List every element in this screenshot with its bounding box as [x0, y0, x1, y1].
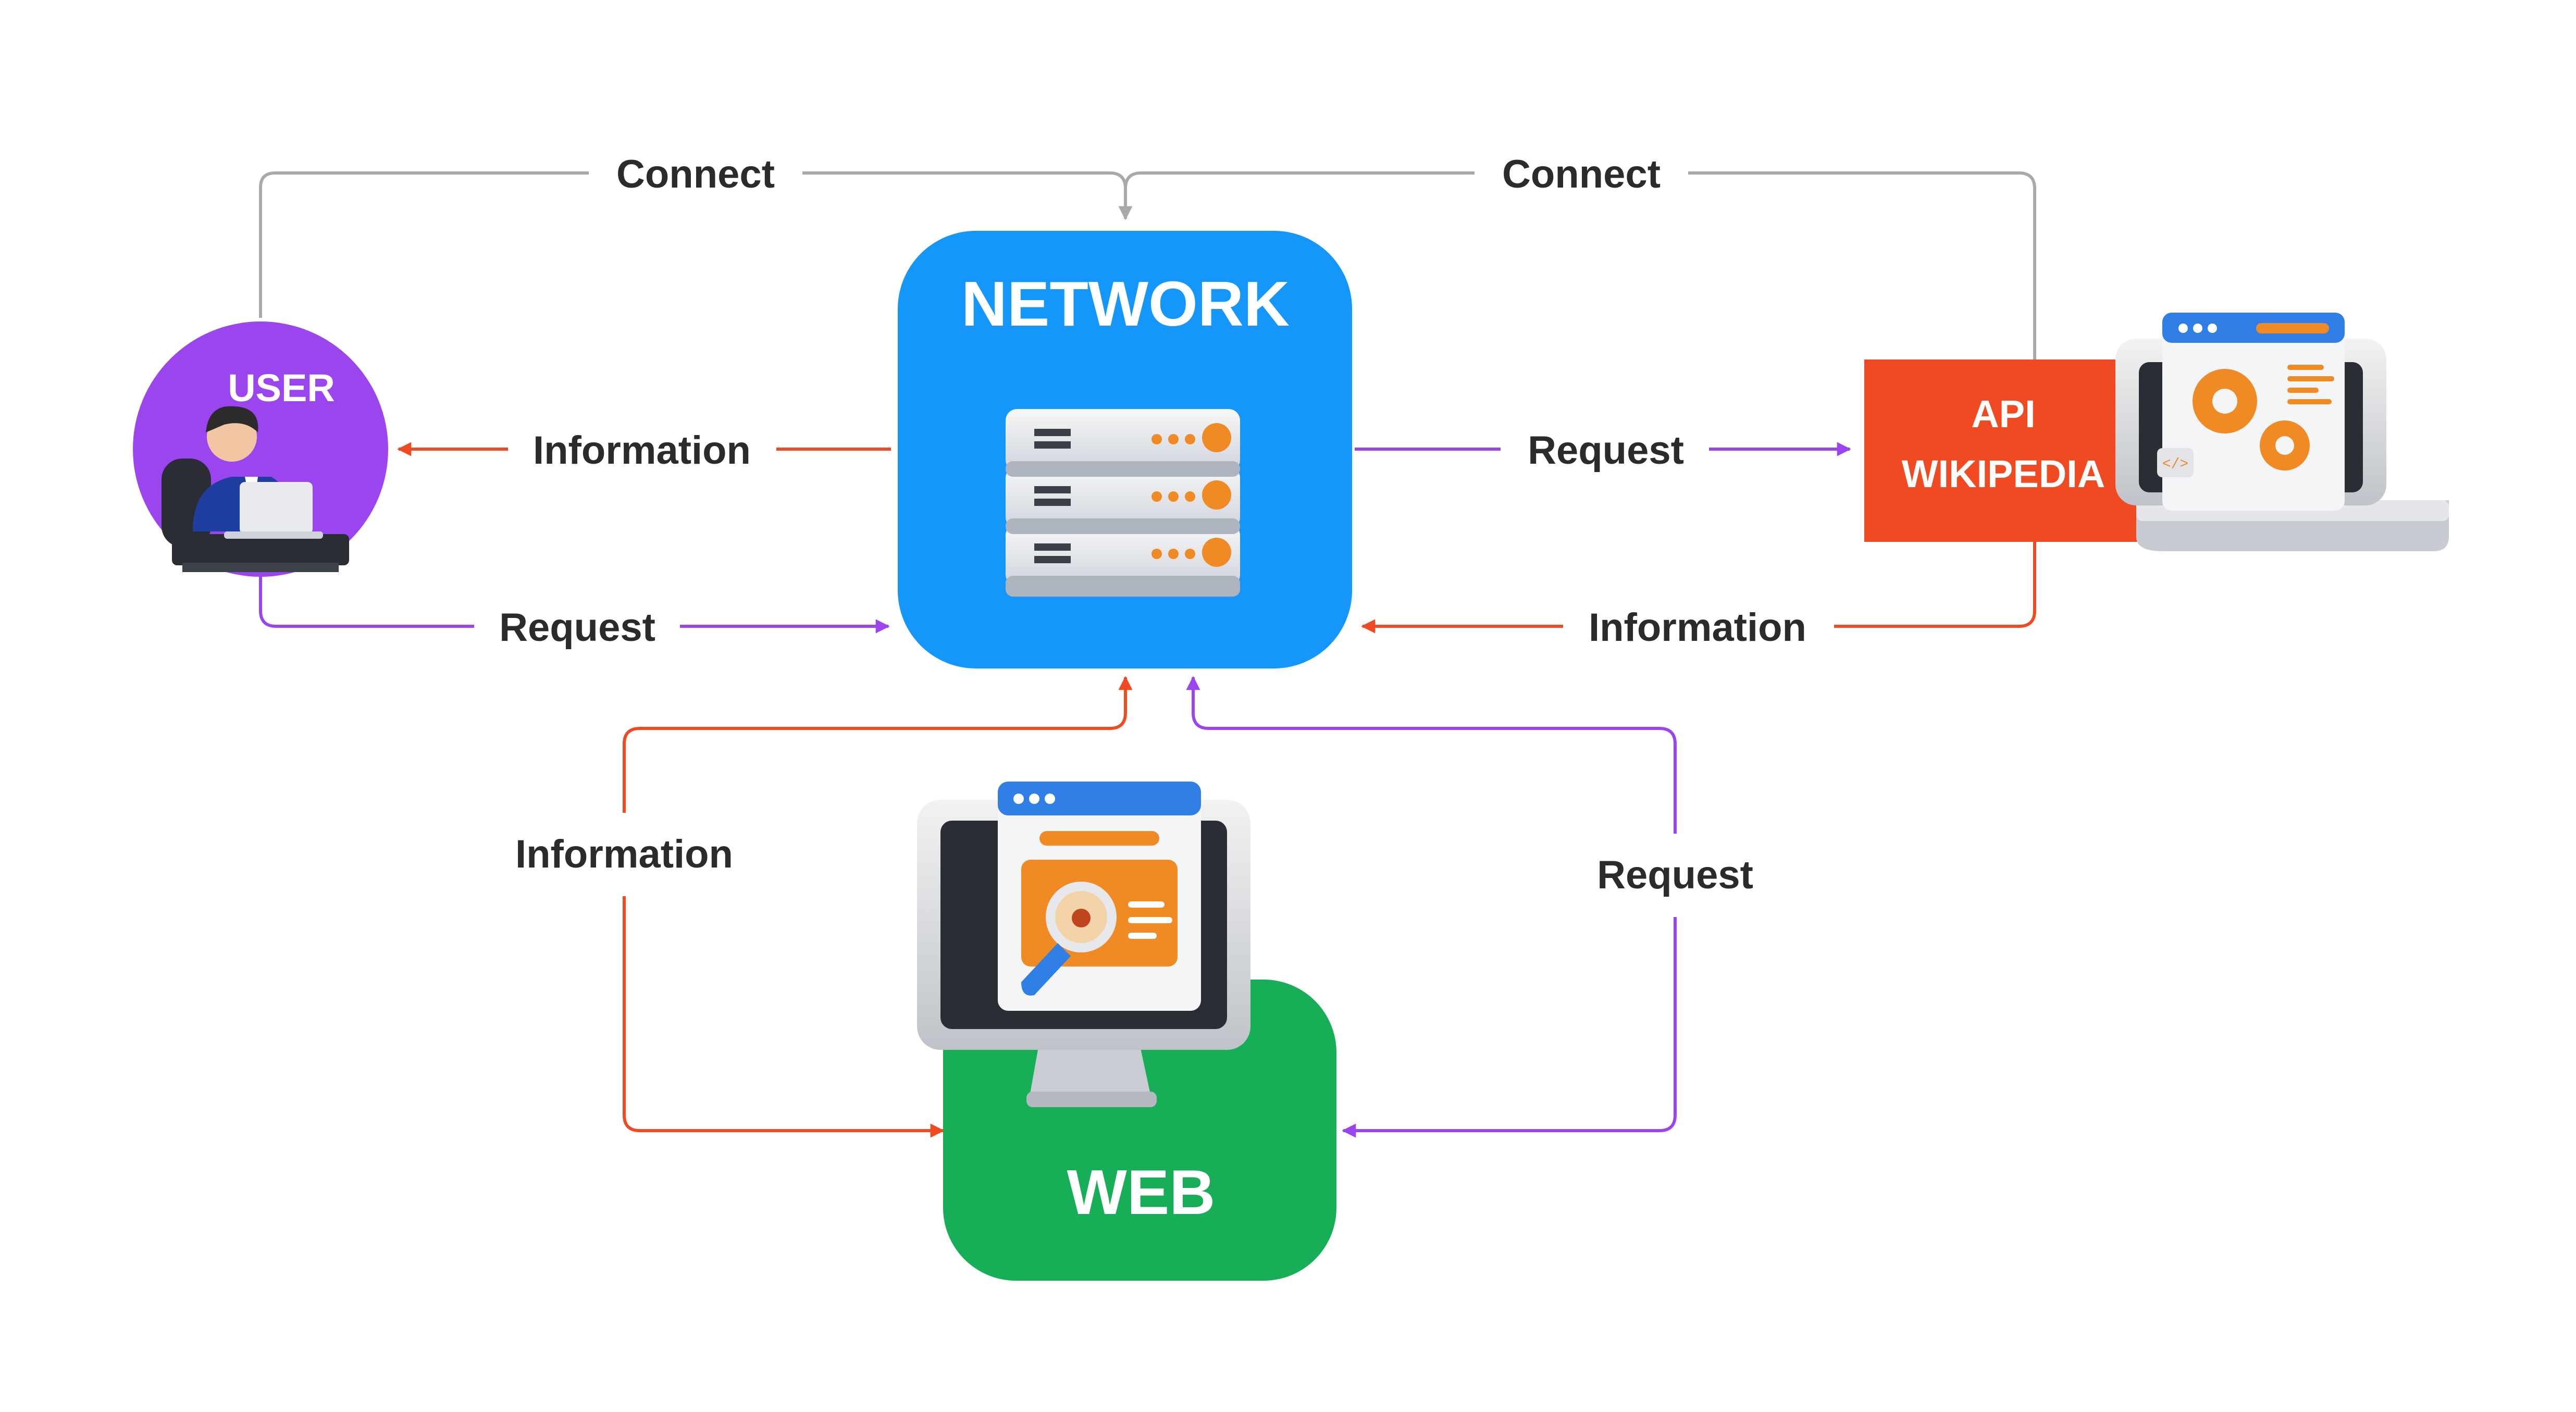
settings-monitor-icon: </> — [2115, 313, 2449, 551]
web-node: WEB — [917, 782, 1336, 1281]
info-line-api-to-network — [1363, 542, 2036, 626]
edge-label-api-connect: Connect — [1502, 152, 1661, 196]
user-title: USER — [228, 366, 335, 410]
api-node: API WIKIPEDIA </> — [1864, 313, 2449, 551]
user-at-laptop-icon — [162, 406, 349, 572]
edge-label-web-network-info: Information — [515, 832, 733, 876]
edge-label-user-to-network-request: Request — [499, 605, 655, 650]
edge-label-network-to-api-request: Request — [1528, 428, 1684, 473]
info-line-web-network — [623, 677, 1125, 1132]
user-node: USER — [133, 321, 388, 577]
svg-text:</>: </> — [2162, 456, 2188, 473]
server-stack-icon — [1006, 409, 1240, 597]
edge-label-user-connect: Connect — [616, 152, 775, 196]
network-node: NETWORK — [898, 231, 1352, 668]
connect-line-api — [1124, 171, 2036, 360]
api-title-line2: WIKIPEDIA — [1902, 452, 2106, 496]
edge-label-web-network-request: Request — [1597, 853, 1753, 897]
api-title-line1: API — [1971, 392, 2035, 436]
request-line-user-to-network — [259, 573, 888, 626]
request-line-web-network — [1193, 677, 1677, 1132]
edge-label-api-to-network-info: Information — [1589, 605, 1806, 650]
network-title: NETWORK — [961, 268, 1290, 339]
web-bug-search-icon — [917, 782, 1250, 1107]
web-title: WEB — [1067, 1157, 1216, 1228]
edge-label-network-to-user-info: Information — [533, 428, 751, 473]
